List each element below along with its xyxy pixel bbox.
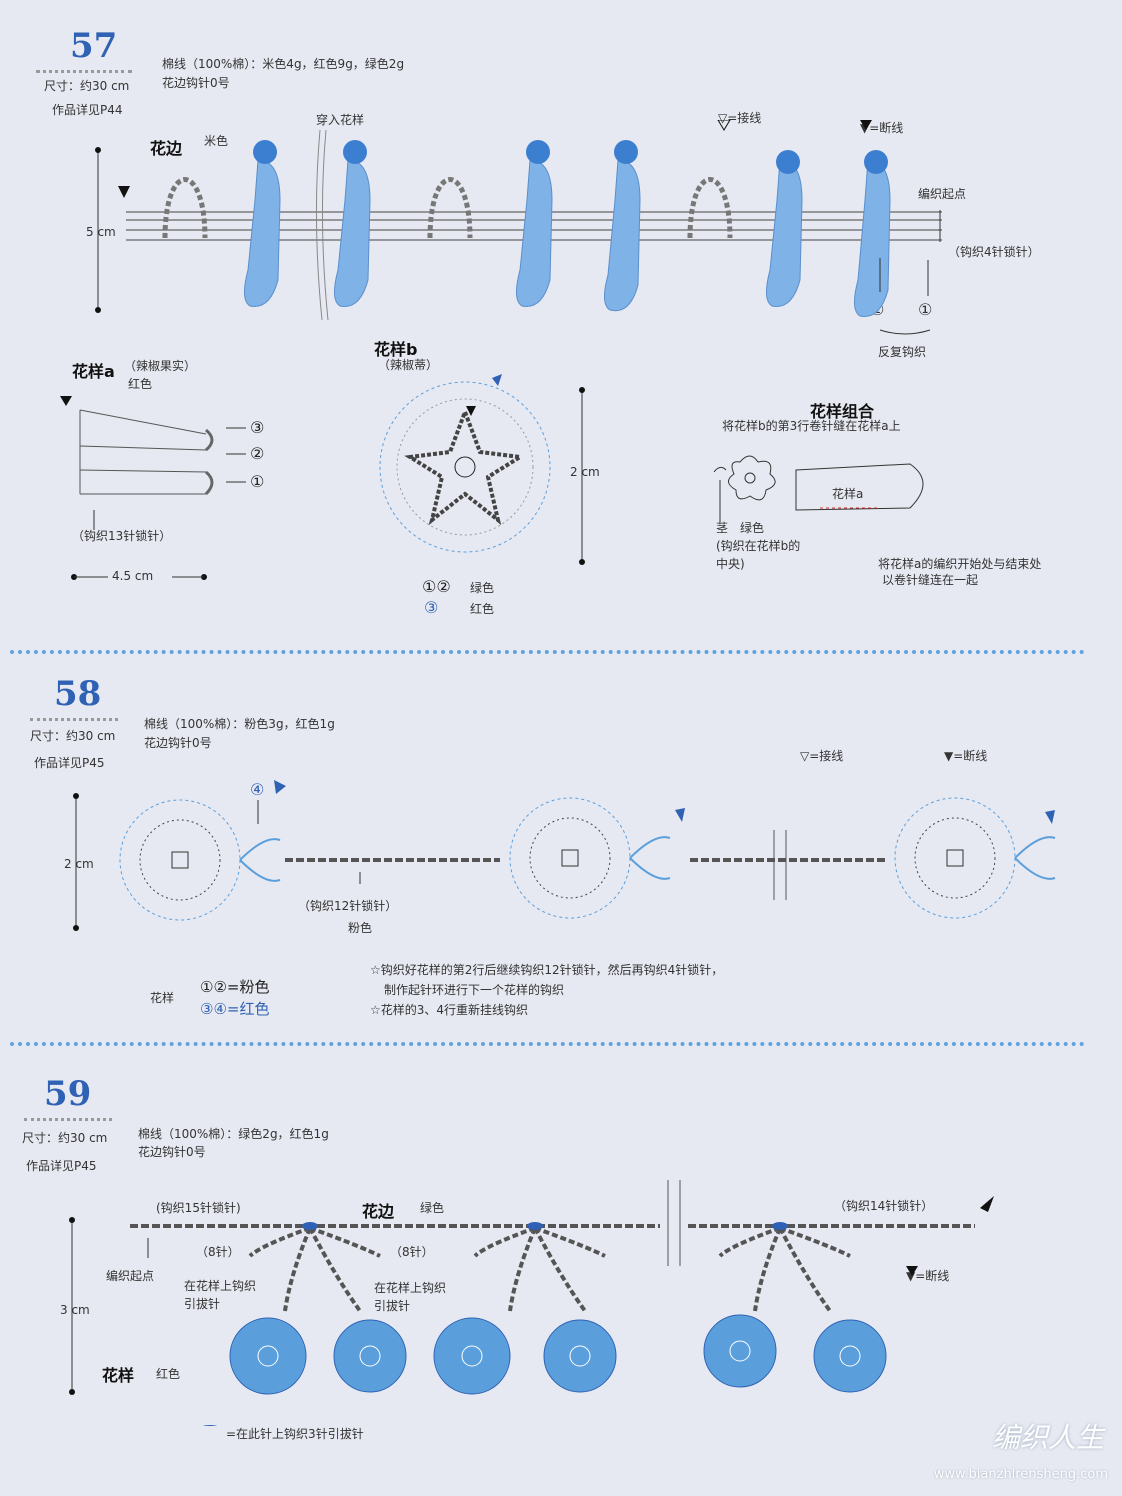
eight-2-label: （8针） bbox=[390, 1245, 434, 1259]
chain12-label: （钩织12针锁针） bbox=[298, 899, 398, 913]
section-59-size: 尺寸：约30 cm bbox=[22, 1131, 108, 1145]
pattern-a-title: 花样a bbox=[72, 362, 115, 381]
start-point-59: 编织起点 bbox=[106, 1269, 155, 1283]
edging-color: 米色 bbox=[204, 134, 229, 148]
dotted-rule bbox=[30, 718, 118, 721]
slip-1b: 引拔针 bbox=[184, 1297, 221, 1311]
slip-2b: 引拔针 bbox=[374, 1299, 411, 1313]
b-legend-1: 绿色 bbox=[470, 581, 495, 595]
repeat-label: 反复钩织 bbox=[878, 345, 927, 359]
width-a-label: 4.5 cm bbox=[112, 569, 154, 583]
legend-58-pink: ①②=粉色 bbox=[200, 978, 270, 996]
circle-1-label: ① bbox=[918, 300, 933, 319]
edging-57-diagram bbox=[95, 120, 942, 335]
cut-legend: ▼=断线 bbox=[860, 121, 904, 135]
edging-title: 花边 bbox=[150, 139, 183, 158]
legend-title-58: 花样 bbox=[150, 991, 175, 1005]
chain4-label: （钩织4针锁针） bbox=[948, 245, 1040, 259]
edging-58-diagram bbox=[73, 780, 1056, 931]
combination-desc: 将花样b的第3行卷针缝在花样a上 bbox=[722, 419, 901, 433]
cut-legend-59: ▼=断线 bbox=[906, 1269, 950, 1283]
dotted-rule bbox=[24, 1118, 112, 1121]
stem-note-2: 中央) bbox=[716, 557, 745, 571]
oval-legend: =在此针上钩织3针引拔针 bbox=[226, 1427, 364, 1441]
slip-2a: 在花样上钩织 bbox=[374, 1281, 447, 1295]
section-divider-2 bbox=[10, 1042, 1085, 1046]
legend-58-red: ③④=红色 bbox=[200, 1000, 270, 1018]
section-57-hook: 花边钩针0号 bbox=[162, 76, 230, 90]
stem-label: 茎 绿色 bbox=[716, 521, 765, 535]
section-58-materials: 棉线（100%棉）：粉色3g，红色1g bbox=[144, 717, 335, 731]
cut-legend-58: ▼=断线 bbox=[944, 749, 988, 763]
section-58-ref: 作品详见P45 bbox=[34, 756, 105, 770]
watermark-url: www.bianzhirensheng.com bbox=[933, 1467, 1108, 1482]
slip-1a: 在花样上钩织 bbox=[184, 1279, 257, 1293]
row-2-label: ② bbox=[250, 444, 265, 463]
row-3-label: ③ bbox=[250, 418, 265, 437]
chain13-label: （钩织13针锁针） bbox=[72, 529, 172, 543]
pattern-b-height: 2 cm bbox=[570, 465, 600, 479]
pattern-b-title: 花样b bbox=[374, 340, 418, 359]
edging-59-diagram bbox=[69, 1180, 994, 1426]
section-58-hook: 花边钩针0号 bbox=[144, 736, 212, 750]
section-57-materials: 棉线（100%棉）：米色4g，红色9g，绿色2g bbox=[162, 57, 405, 71]
note-58-2: ☆花样的3、4行重新挂线钩织 bbox=[370, 1003, 529, 1017]
note-58-1b: 制作起针环进行下一个花样的钩织 bbox=[384, 983, 565, 997]
edging-59-title: 花边 bbox=[362, 1202, 395, 1221]
join-legend-58: ▽=接线 bbox=[800, 749, 844, 763]
chain14-label: （钩织14针锁针） bbox=[834, 1199, 934, 1213]
b-legend-2-mark: ③ bbox=[424, 598, 439, 617]
thread-through-label: 穿入花样 bbox=[316, 113, 365, 127]
section-57-number: 57 bbox=[70, 26, 118, 66]
edging-59-color: 绿色 bbox=[420, 1201, 445, 1215]
section-59-hook: 花边钩针0号 bbox=[138, 1145, 206, 1159]
combination-diagram bbox=[713, 455, 924, 522]
chain12-color: 粉色 bbox=[348, 921, 373, 935]
chain15-label: (钩织15针锁针) bbox=[156, 1201, 241, 1215]
height-59: 3 cm bbox=[60, 1303, 90, 1317]
watermark-logo: 编织人生 bbox=[991, 1421, 1104, 1454]
pattern-b-subtitle: （辣椒蒂） bbox=[378, 358, 439, 372]
pattern-a-diagram bbox=[60, 396, 246, 580]
note-58-1: ☆钩织好花样的第2行后继续钩织12针锁针，然后再钩织4针锁针， bbox=[370, 963, 724, 977]
sew-note-1: 将花样a的编织开始处与结束处 bbox=[878, 557, 1042, 571]
dotted-rule bbox=[36, 70, 132, 73]
pattern-59-title: 花样 bbox=[102, 1366, 135, 1385]
sew-note-2: 以卷针缝连在一起 bbox=[882, 573, 979, 587]
section-57-size: 尺寸：约30 cm bbox=[44, 79, 130, 93]
combination-pattern-a: 花样a bbox=[832, 487, 864, 501]
height-58: 2 cm bbox=[64, 857, 94, 871]
combination-title: 花样组合 bbox=[810, 402, 875, 421]
section-58-size: 尺寸：约30 cm bbox=[30, 729, 116, 743]
section-58-number: 58 bbox=[54, 674, 102, 714]
pattern-b-diagram bbox=[379, 374, 585, 565]
section-59-materials: 棉线（100%棉）：绿色2g，红色1g bbox=[138, 1127, 329, 1141]
section-59-ref: 作品详见P45 bbox=[26, 1159, 97, 1173]
stem-note-1: (钩织在花样b的 bbox=[716, 539, 801, 553]
section-divider-1 bbox=[10, 650, 1085, 654]
eight-1-label: （8针） bbox=[196, 1245, 240, 1259]
section-57-ref: 作品详见P44 bbox=[52, 103, 123, 117]
start-point-label: 编织起点 bbox=[918, 187, 967, 201]
pattern-a-color: 红色 bbox=[128, 377, 153, 391]
b-legend-2: 红色 bbox=[470, 602, 495, 616]
pattern-a-subtitle: （辣椒果实） bbox=[124, 359, 197, 373]
row-1-label: ① bbox=[250, 472, 265, 491]
section-59-number: 59 bbox=[44, 1074, 92, 1114]
b-legend-1-mark: ①② bbox=[422, 577, 451, 596]
pattern-59-color: 红色 bbox=[156, 1367, 181, 1381]
height-label: 5 cm bbox=[86, 225, 116, 239]
row-4-label: ④ bbox=[250, 780, 265, 799]
